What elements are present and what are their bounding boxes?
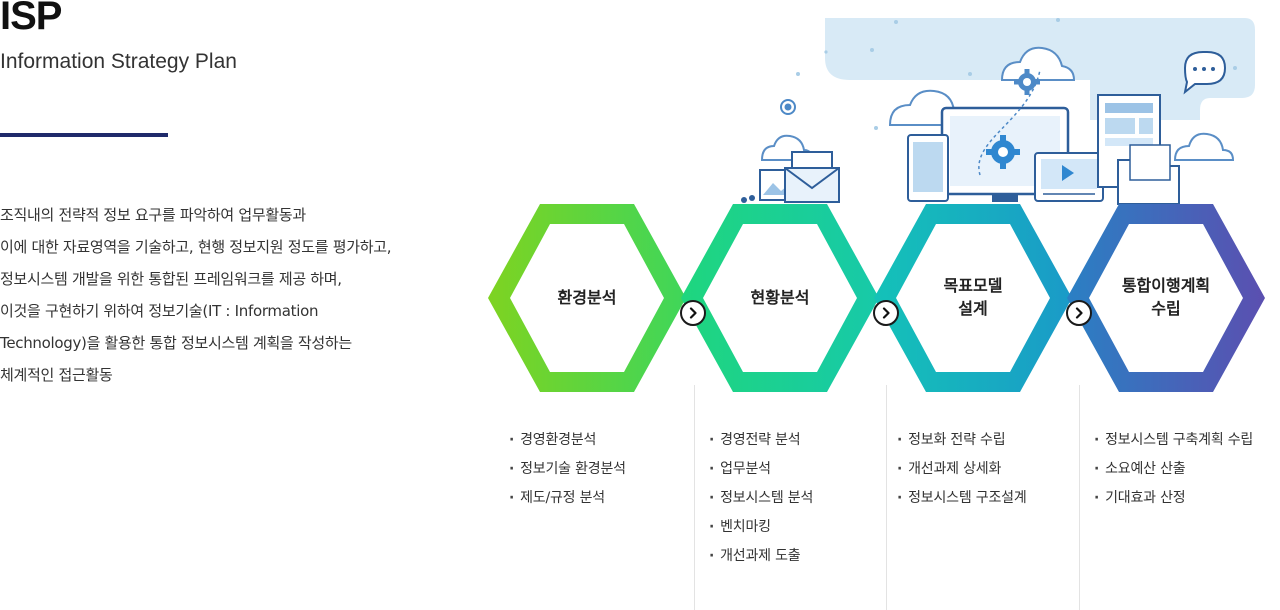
step-label-1: 환경분석	[557, 288, 617, 307]
list-item: 경영전략 분석	[709, 426, 813, 455]
description: 조직내의 전략적 정보 요구를 파악하여 업무활동과 이에 대한 자료영역을 기…	[0, 199, 470, 391]
gear-icon	[1014, 69, 1040, 95]
sync-icon	[780, 99, 796, 115]
chevron-right-icon	[882, 307, 890, 319]
list-item: 소요예산 산출	[1094, 455, 1253, 484]
list-item: 정보시스템 구축계획 수립	[1094, 426, 1253, 455]
step-label-4: 통합이행계획 수립	[1121, 276, 1211, 318]
list-item: 정보기술 환경분석	[509, 455, 626, 484]
chevron-right-icon	[1075, 307, 1083, 319]
list-item: 개선과제 상세화	[897, 455, 1027, 484]
description-line: 이에 대한 자료영역을 기술하고, 현행 정보지원 정도를 평가하고,	[0, 238, 392, 256]
description-line: 조직내의 전략적 정보 요구를 파악하여 업무활동과	[0, 206, 306, 224]
tablet-icon	[907, 134, 949, 202]
list-item: 정보화 전략 수립	[897, 426, 1027, 455]
step-4-detail-list: 정보시스템 구축계획 수립 소요예산 산출 기대효과 산정	[1094, 426, 1253, 513]
step-label-3: 목표모델 설계	[943, 276, 1003, 318]
next-step-button-3[interactable]	[1066, 300, 1092, 326]
mail-icon	[741, 151, 840, 203]
process-flow: 환경분석 현황분석 목표모델 설계 통합이행계획 수립	[488, 202, 1280, 394]
page-subtitle: Information Strategy Plan	[0, 50, 237, 73]
description-line: 체계적인 접근활동	[0, 366, 113, 384]
list-item: 정보시스템 구조설계	[897, 484, 1027, 513]
list-item: 기대효과 산정	[1094, 484, 1253, 513]
it-illustration	[741, 18, 1255, 205]
list-item: 제도/규정 분석	[509, 484, 626, 513]
chevron-right-icon	[689, 307, 697, 319]
list-item: 경영환경분석	[509, 426, 626, 455]
description-line: 정보시스템 개발을 위한 통합된 프레임워크를 제공 하며,	[0, 270, 342, 288]
chat-bubble-icon	[1183, 51, 1227, 95]
step-2-detail-list: 경영전략 분석 업무분석 정보시스템 분석 벤치마킹 개선과제 도출	[709, 426, 813, 571]
video-player-icon	[1034, 152, 1104, 202]
list-item: 벤치마킹	[709, 513, 813, 542]
column-divider	[886, 385, 887, 610]
list-item: 정보시스템 분석	[709, 484, 813, 513]
page-title: ISP	[0, 0, 62, 38]
folder-icon	[1117, 144, 1180, 205]
column-divider	[694, 385, 695, 610]
description-line: 이것을 구현하기 위하여 정보기술(IT : Information	[0, 302, 319, 320]
description-line: Technology)을 활용한 통합 정보시스템 계획을 작성하는	[0, 334, 352, 352]
title-divider	[0, 133, 168, 137]
step-label-2: 현황분석	[750, 288, 810, 307]
next-step-button-2[interactable]	[873, 300, 899, 326]
column-divider	[1079, 385, 1080, 610]
step-1-detail-list: 경영환경분석 정보기술 환경분석 제도/규정 분석	[509, 426, 626, 513]
sparkle-dots	[796, 18, 1237, 130]
list-item: 업무분석	[709, 455, 813, 484]
step-3-detail-list: 정보화 전략 수립 개선과제 상세화 정보시스템 구조설계	[897, 426, 1027, 513]
next-step-button-1[interactable]	[680, 300, 706, 326]
list-item: 개선과제 도출	[709, 542, 813, 571]
